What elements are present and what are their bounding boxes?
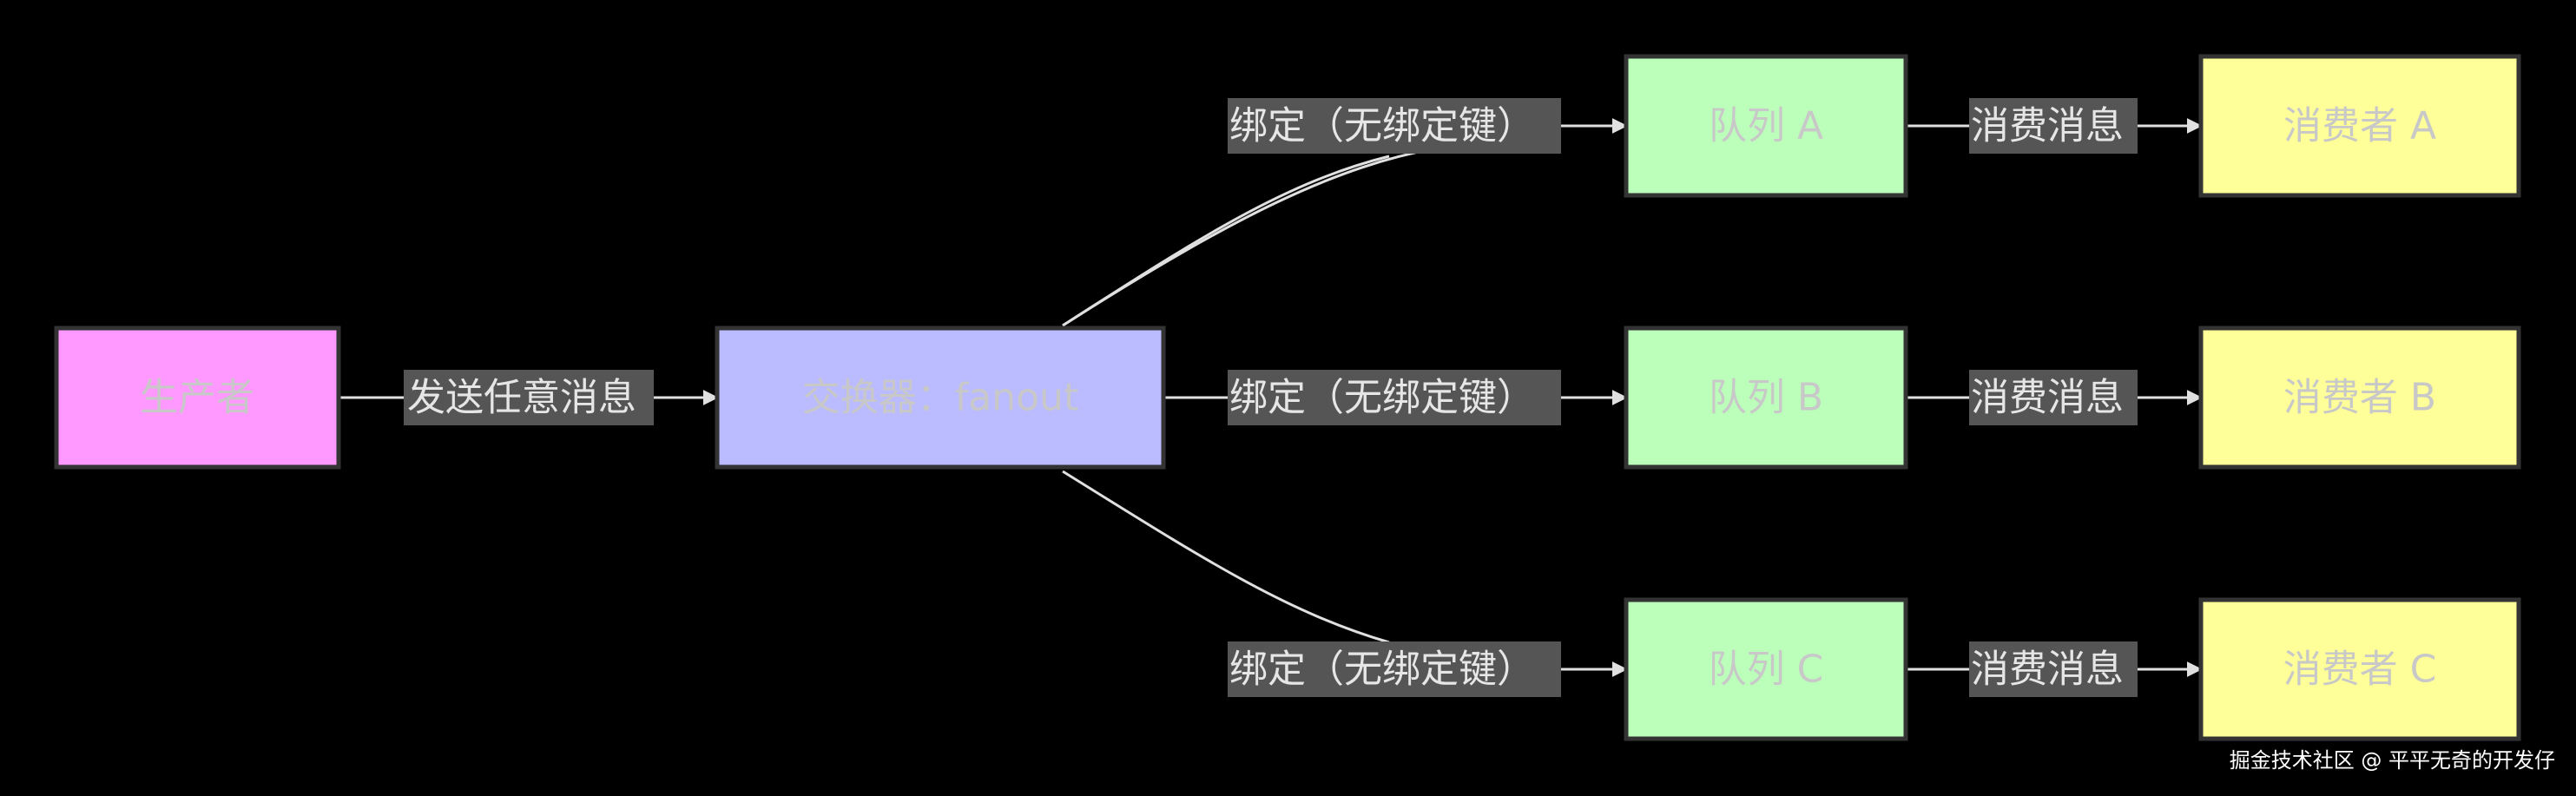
- node-exchange-label: 交换器：fanout: [802, 376, 1078, 420]
- edge-label-consume-a-text: 消费消息: [1971, 104, 2124, 148]
- node-consumer-a-label: 消费者 A: [2283, 104, 2436, 148]
- edge-bind-a-curve-2: [1062, 155, 1390, 327]
- edge-bind-c-curve: [1062, 470, 1390, 644]
- edge-label-consume-b: 消费消息: [1969, 370, 2138, 425]
- edge-label-bind-b-text: 绑定（无绑定键）: [1229, 376, 1535, 420]
- node-queue-b: 队列 B: [1624, 326, 1908, 470]
- edge-label-bind-c-text: 绑定（无绑定键）: [1229, 648, 1535, 692]
- edge-label-consume-c: 消费消息: [1969, 641, 2138, 697]
- node-queue-b-label: 队列 B: [1709, 376, 1823, 420]
- node-queue-c-label: 队列 C: [1709, 648, 1824, 692]
- node-exchange: 交换器：fanout: [715, 326, 1166, 470]
- edge-labels: 发送任意消息 绑定（无绑定键） 绑定（无绑定键） 绑定（无绑定键） 消费消息 消…: [404, 98, 2138, 697]
- edge-label-bind-a: 绑定（无绑定键）: [1228, 98, 1561, 154]
- edge-label-bind-c: 绑定（无绑定键）: [1228, 641, 1561, 697]
- node-producer-label: 生产者: [140, 376, 254, 420]
- edge-label-send: 发送任意消息: [404, 370, 654, 425]
- edge-bind-a-curve: [1062, 146, 1442, 327]
- node-queue-c: 队列 C: [1624, 597, 1908, 741]
- edge-label-consume-b-text: 消费消息: [1971, 376, 2124, 420]
- nodes: 生产者 交换器：fanout 队列 A 队列 B 队列 C 消费者 A 消费者 …: [54, 54, 2521, 741]
- node-queue-a: 队列 A: [1624, 54, 1908, 198]
- node-consumer-b: 消费者 B: [2198, 326, 2521, 470]
- edge-label-bind-b: 绑定（无绑定键）: [1228, 370, 1561, 425]
- node-consumer-c-label: 消费者 C: [2283, 648, 2437, 692]
- edge-label-send-text: 发送任意消息: [407, 376, 636, 420]
- node-producer: 生产者: [54, 326, 341, 470]
- node-consumer-c: 消费者 C: [2198, 597, 2521, 741]
- watermark: 掘金技术社区 @ 平平无奇的开发仔: [2229, 748, 2555, 773]
- edge-label-bind-a-text: 绑定（无绑定键）: [1229, 104, 1535, 148]
- edge-label-consume-a: 消费消息: [1969, 98, 2138, 154]
- node-consumer-b-label: 消费者 B: [2283, 376, 2436, 420]
- edge-label-consume-c-text: 消费消息: [1971, 648, 2124, 692]
- node-consumer-a: 消费者 A: [2198, 54, 2521, 198]
- node-queue-a-label: 队列 A: [1709, 104, 1823, 148]
